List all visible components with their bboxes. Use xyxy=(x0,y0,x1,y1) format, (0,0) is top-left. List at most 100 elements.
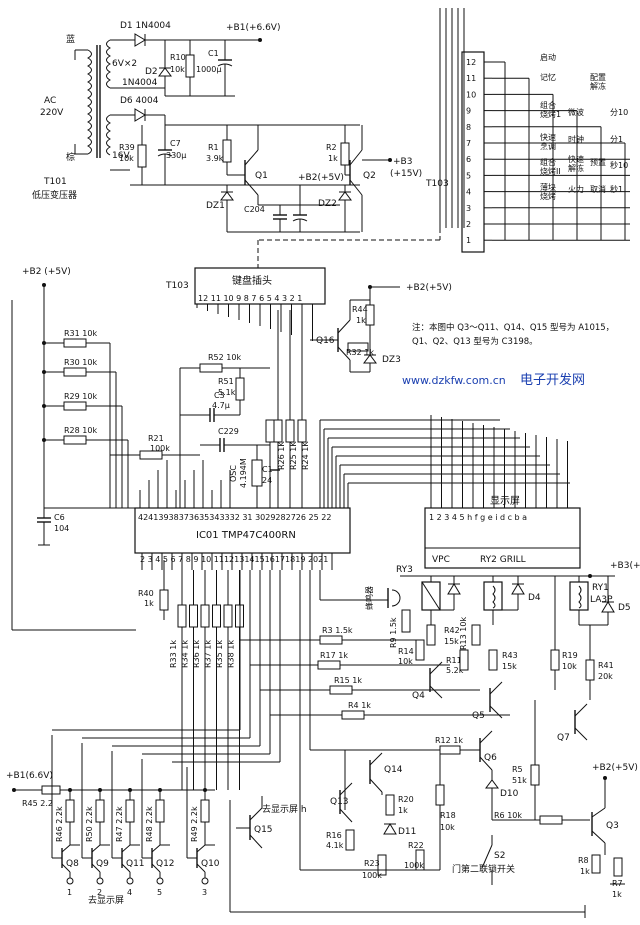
display-vpc: VPC xyxy=(432,555,450,565)
driver-terminal xyxy=(96,877,104,885)
note-line-1: 注：本图中 Q3～Q11、Q14、Q15 型号为 A1015， xyxy=(412,322,614,333)
r8-label-2: 1k xyxy=(580,867,590,876)
keypad-key: 烧烤 xyxy=(540,191,556,201)
b2-mid-label: +B2(+5V) xyxy=(298,173,344,183)
s2-desc: 门第二联锁开关 xyxy=(452,863,515,875)
keypad-key: 烧烤1 xyxy=(540,109,561,119)
keypad-key: 快速 xyxy=(540,132,556,142)
r42-label-1: R42 xyxy=(444,626,460,635)
relay-section: RY3 +B3(+15V) 蜂鸣器 R9 1.5k R42 15k D4 xyxy=(364,561,640,700)
r42-label-2: 15k xyxy=(444,637,459,646)
r51-label-1: R51 xyxy=(218,377,234,386)
buzzer-label: 蜂鸣器 xyxy=(364,586,374,610)
driver-resistor-label: R47 2.2k xyxy=(115,806,124,842)
bank-resistor xyxy=(177,604,187,628)
r10-label-2: 10k xyxy=(170,65,185,74)
driver-terminal xyxy=(156,877,164,885)
sec1-label: 6V×2 xyxy=(112,59,137,69)
q13-label: Q13 xyxy=(330,797,349,807)
pullup-label: R31 10k xyxy=(64,329,97,338)
r14-resistor xyxy=(415,639,425,661)
mid-row-label: R17 1k xyxy=(320,651,348,660)
r16-label-2: 4.1k xyxy=(326,841,344,850)
b3-right-label: +B3(+15V) xyxy=(610,561,640,571)
display-module: 显示屏 1 2 3 4 5 h f g e i d c b a VPC RY2 … xyxy=(319,415,581,569)
driver-transistor-emitter xyxy=(121,863,131,873)
driver-resistor xyxy=(65,799,75,823)
bank-label: R33 1k xyxy=(169,640,178,668)
keypad-key: 秒1 xyxy=(610,184,623,194)
c124-label-1: C1 xyxy=(262,465,273,474)
q7-label: Q7 xyxy=(557,733,570,743)
keypad-key: 微波 xyxy=(568,107,584,117)
keypad-key: 组合 xyxy=(540,100,556,110)
bank-label: R36 1k xyxy=(192,640,201,668)
signal-bus xyxy=(11,300,388,912)
keypad-pin-10: 10 xyxy=(466,90,476,99)
driver-transistor-label: Q11 xyxy=(126,859,145,869)
driver-transistor-label: Q8 xyxy=(66,859,79,869)
to-display-label: 去显示屏 xyxy=(88,894,124,906)
r19-label-2: 10k xyxy=(562,662,577,671)
r8-label-1: R8 xyxy=(578,856,589,865)
bank-resistor xyxy=(223,604,233,628)
transformer-t101: 蓝 棕 AC 220V 6V×2 16V T101 低压变压器 xyxy=(32,33,137,201)
driver-resistor-label: R48 2.2k xyxy=(145,806,154,842)
c229-label: C229 xyxy=(218,427,239,436)
keypad-key: 火力 xyxy=(568,184,584,194)
q1-label: Q1 xyxy=(255,171,268,181)
primary-label-1: AC xyxy=(44,96,56,106)
q4-label: Q4 xyxy=(412,691,425,701)
driver-resistor xyxy=(200,799,210,823)
r43-label-2: 15k xyxy=(502,662,517,671)
keypad-pin-5: 5 xyxy=(466,171,471,180)
pullup-resistor xyxy=(63,338,87,348)
keypad-pin-8: 8 xyxy=(466,123,471,132)
r5-label-2: 51k xyxy=(512,776,527,785)
driver-resistor xyxy=(95,799,105,823)
driver-transistor-emitter xyxy=(151,863,161,873)
osc-label-2: 4.194M xyxy=(239,458,248,488)
supply-section: D1 1N4004 +B1(+6.6V) D2 1N4004 R10 10k C… xyxy=(110,21,422,233)
c6-label-2: 104 xyxy=(54,524,69,533)
r11-label: R11 xyxy=(446,656,462,665)
display-ry2: RY2 GRILL xyxy=(480,555,526,565)
driver-transistor-label: Q9 xyxy=(96,859,109,869)
r23-label-1: R23 xyxy=(364,859,380,868)
r11-resistor xyxy=(459,649,469,671)
r22-label-1: R22 xyxy=(408,841,424,850)
r-vert-label: R25 1K xyxy=(289,441,298,470)
q7-emitter xyxy=(574,727,588,741)
r39-label-2: 10k xyxy=(119,154,134,163)
r20-label-2: 1k xyxy=(398,806,408,815)
driver-terminal xyxy=(126,877,134,885)
keypad-connector-strip xyxy=(461,51,485,253)
q15-label: Q15 xyxy=(254,825,273,835)
keypad-key: 秒10 xyxy=(610,160,628,170)
keypad-pin-3: 3 xyxy=(466,204,471,213)
keypad-key: 取消 xyxy=(590,184,606,194)
keypad-key: 预置 xyxy=(590,157,606,167)
r22-label-2: 100k xyxy=(404,861,424,870)
r23-label-2: 100k xyxy=(362,871,382,880)
osc-label-1: OSC xyxy=(229,465,238,482)
mcu-ic01: 42413938373635343332 31 3029282726 25 22… xyxy=(110,304,351,570)
keypad-key: 解冻 xyxy=(568,163,584,173)
keypad-ref: T103 xyxy=(425,179,449,189)
keypad-key: 解冻 xyxy=(590,81,606,91)
driver-transistor-collector xyxy=(151,844,161,853)
pullup-resistor xyxy=(63,435,87,445)
c124-label-2: 24 xyxy=(262,476,272,485)
driver-transistor-emitter xyxy=(61,863,71,873)
r40-label-1: R40 xyxy=(138,589,154,598)
r10-label-1: R10 xyxy=(170,53,186,62)
q2-label: Q2 xyxy=(363,171,376,181)
mcu-body xyxy=(134,507,351,554)
r2-label-2: 1k xyxy=(328,154,338,163)
d2-label: D2 xyxy=(145,67,158,77)
driver-resistor-label: R50 2.2k xyxy=(85,806,94,842)
c3-label-1: C3 xyxy=(214,391,225,400)
mcu-bottom-pins: 2 3 4 5 6 7 8 9 10 111213141516171819 20… xyxy=(140,555,328,564)
driver-transistor-emitter xyxy=(196,863,206,873)
